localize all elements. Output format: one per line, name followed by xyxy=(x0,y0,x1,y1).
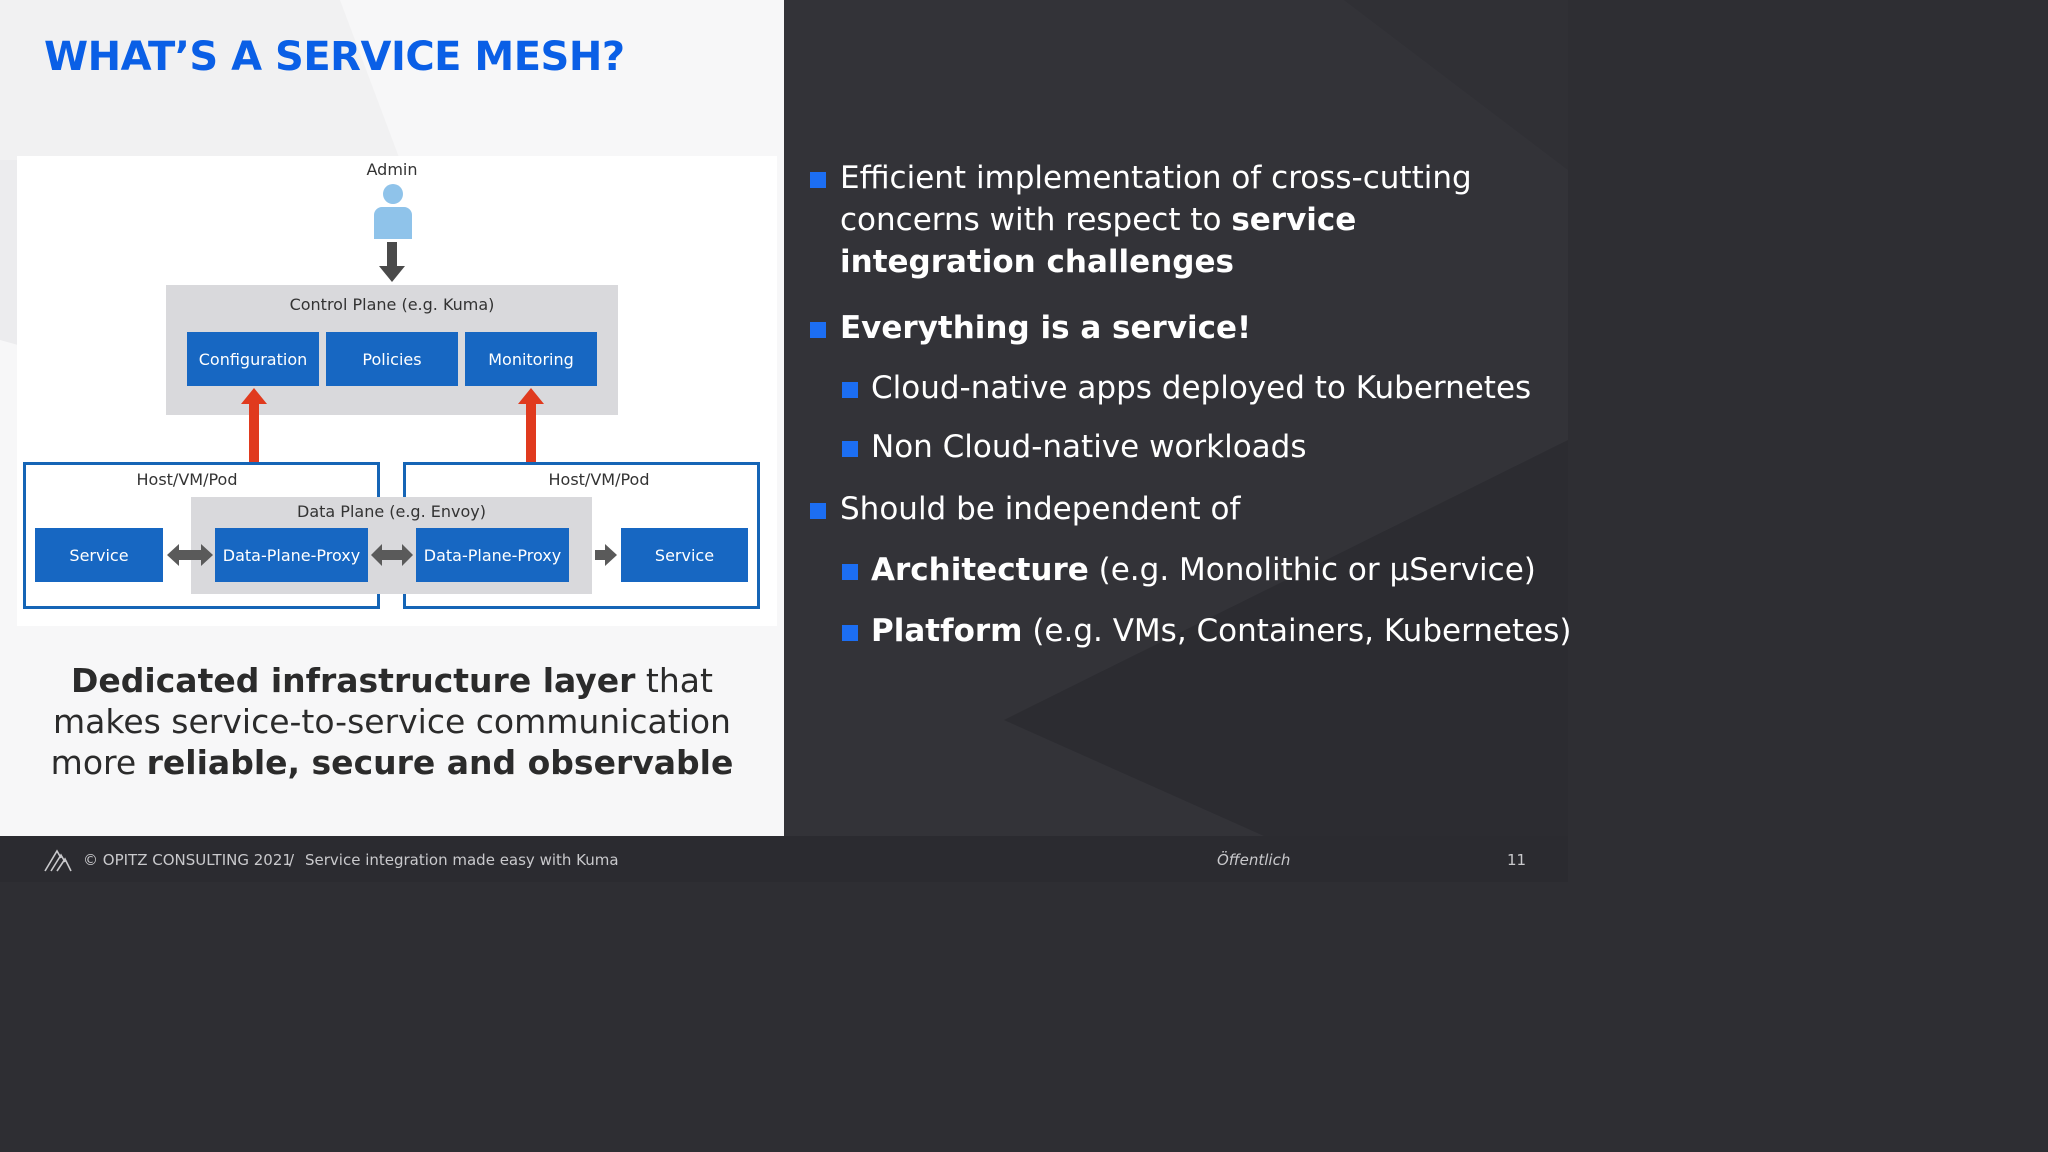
data-plane-label: Data Plane (e.g. Envoy) xyxy=(297,502,486,521)
service-mesh-diagram: Admin Control Plane (e.g. Kuma) Configur… xyxy=(17,156,777,626)
background-shapes-dark xyxy=(1004,0,1568,836)
policies-box: Policies xyxy=(326,332,458,386)
company-logo-icon xyxy=(44,849,72,872)
bullet-3-sub-2-text: (e.g. VMs, Containers, Kubernetes) xyxy=(1022,613,1572,649)
background-shapes xyxy=(0,0,400,345)
control-plane-label: Control Plane (e.g. Kuma) xyxy=(289,295,495,314)
footer-copyright: © OPITZ CONSULTING 2021 xyxy=(83,851,292,869)
page-number: 11 xyxy=(1507,851,1527,869)
admin-label: Admin xyxy=(366,160,418,179)
summary-bold-1: Dedicated infrastructure layer xyxy=(71,661,636,700)
single-arrow-right xyxy=(595,544,617,566)
service-box-left: Service xyxy=(35,528,163,582)
bullet-3-text: Should be independent of xyxy=(840,491,1241,527)
monitoring-box: Monitoring xyxy=(465,332,597,386)
bullet-1-bold-1: service xyxy=(1231,202,1357,238)
host-left-label: Host/VM/Pod xyxy=(136,470,238,489)
double-arrow-middle xyxy=(371,544,413,566)
bullet-square xyxy=(842,564,858,580)
bullet-square xyxy=(842,382,858,398)
admin-arrow-down xyxy=(379,242,405,282)
data-plane-proxy-box-left: Data-Plane-Proxy xyxy=(215,528,368,582)
service-box-right: Service xyxy=(621,528,748,582)
bullet-square xyxy=(810,172,826,188)
footer xyxy=(0,836,1568,882)
summary-bold-2: reliable, secure and observable xyxy=(146,743,734,782)
summary-text: Dedicated infrastructure layer that make… xyxy=(30,660,754,783)
footer-talk-title: Service integration made easy with Kuma xyxy=(305,851,619,869)
bullet-3-sub-1-bold: Architecture xyxy=(871,552,1089,588)
bullet-3-sub-2-bold: Platform xyxy=(871,613,1023,649)
bullet-square xyxy=(810,503,826,519)
footer-separator: / xyxy=(289,851,295,869)
right-panel xyxy=(784,0,1568,836)
bullet-2-sub-2-text: Non Cloud-native workloads xyxy=(871,429,1307,465)
bullet-2-sub-1-text: Cloud-native apps deployed to Kubernetes xyxy=(871,370,1532,406)
bullet-1-bold-2: integration challenges xyxy=(840,244,1234,280)
summary-plain: that makes service-to-service communicat… xyxy=(50,661,731,782)
bullet-3-sub-1-text: (e.g. Monolithic or µService) xyxy=(1088,552,1536,588)
configuration-box: Configuration xyxy=(187,332,319,386)
footer-classification: Öffentlich xyxy=(1217,851,1291,869)
host-right-label: Host/VM/Pod xyxy=(548,470,650,489)
bullet-1-line-1: Efficient implementation of cross-cuttin… xyxy=(840,160,1472,196)
red-arrow-up-left xyxy=(241,388,267,462)
bullet-square xyxy=(810,322,826,338)
data-plane-proxy-box-right: Data-Plane-Proxy xyxy=(416,528,569,582)
bullet-1-line-2: concerns with respect to xyxy=(840,202,1232,238)
bullet-square xyxy=(842,625,858,641)
slide-title: WHAT’S A SERVICE MESH? xyxy=(44,34,625,80)
admin-user-icon xyxy=(374,184,412,239)
double-arrow-left xyxy=(167,544,213,566)
red-arrow-up-right xyxy=(518,388,544,462)
bullet-2-text: Everything is a service! xyxy=(840,310,1252,346)
bullet-square xyxy=(842,441,858,457)
